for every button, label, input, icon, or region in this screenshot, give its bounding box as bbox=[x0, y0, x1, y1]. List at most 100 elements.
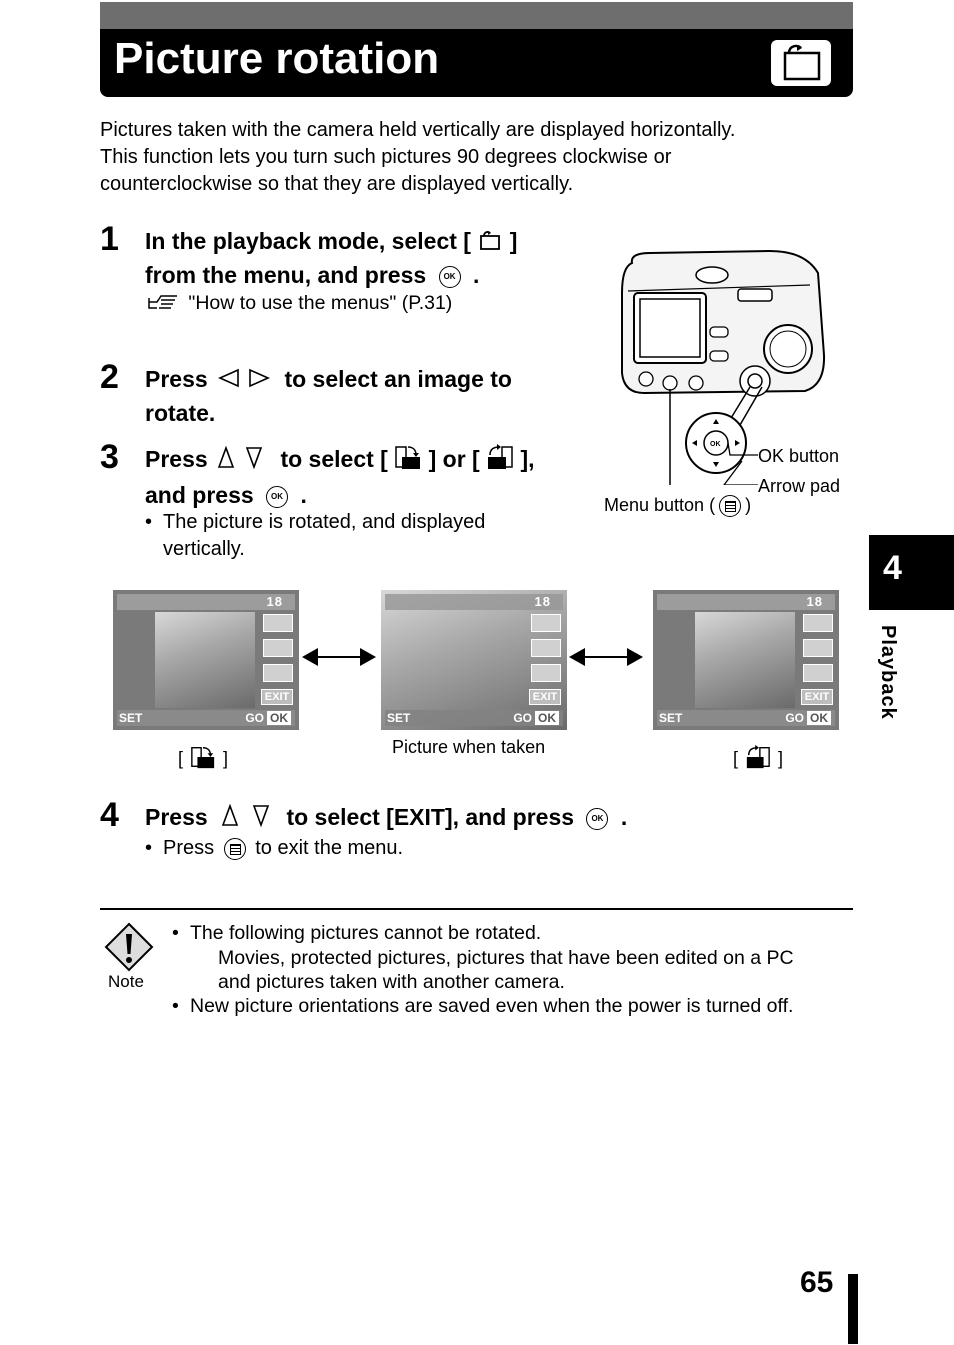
up-down-arrow-icon bbox=[214, 803, 280, 835]
step-3-bullets: •The picture is rotated, and displayed v… bbox=[145, 509, 485, 563]
go-text: GO bbox=[785, 711, 804, 725]
screen-topbar bbox=[117, 594, 295, 610]
step-2-heading: Press to select an image to rotate. bbox=[145, 363, 512, 429]
step-4-heading: Press to select [EXIT], and press OK . bbox=[145, 801, 627, 835]
ok-text: OK bbox=[807, 711, 831, 725]
rotate-ccw-option-icon bbox=[803, 614, 833, 632]
photo-preview bbox=[695, 612, 795, 708]
note-detail-2: and pictures taken with another camera. bbox=[218, 971, 565, 993]
bullet-text: Press bbox=[163, 837, 215, 859]
photo-preview bbox=[155, 612, 255, 708]
step-4-text: Press bbox=[145, 804, 208, 830]
rotate-clockwise-icon bbox=[743, 744, 773, 775]
ok-text: OK bbox=[535, 711, 559, 725]
set-label: SET bbox=[387, 711, 411, 725]
frame-counter: 18 bbox=[534, 594, 551, 609]
rotate-clockwise-icon bbox=[486, 443, 514, 479]
step-3-text: and press bbox=[145, 482, 254, 508]
svg-text:OK: OK bbox=[710, 441, 721, 448]
note-bullet-2: •New picture orientations are saved even… bbox=[172, 995, 794, 1017]
menu-button-label: Menu button () bbox=[604, 494, 752, 518]
rotate-counterclockwise-icon bbox=[394, 443, 422, 479]
step-number-3: 3 bbox=[100, 438, 119, 476]
caption-original: Picture when taken bbox=[392, 737, 546, 757]
rotate-cw-option-icon bbox=[531, 664, 561, 682]
frame-counter: 18 bbox=[806, 594, 823, 609]
chapter-number: 4 bbox=[883, 549, 902, 587]
page-number: 65 bbox=[800, 1266, 834, 1299]
step-2-text: Press bbox=[145, 366, 208, 392]
menu-button-icon bbox=[223, 837, 246, 860]
bullet-text: vertically. bbox=[163, 538, 245, 560]
bracket: ] bbox=[223, 748, 229, 769]
intro-line: counterclockwise so that they are displa… bbox=[100, 173, 574, 195]
step-4-bullet: •Press to exit the menu. bbox=[145, 837, 404, 860]
bracket: [ bbox=[178, 748, 184, 769]
left-right-arrow-icon bbox=[214, 365, 278, 397]
step-4-text: . bbox=[620, 804, 628, 830]
photo-preview bbox=[381, 590, 567, 730]
note-text: The following pictures cannot be rotated… bbox=[190, 922, 542, 944]
bullet-text: to exit the menu. bbox=[255, 837, 404, 859]
rotate-cw-option-icon bbox=[263, 664, 293, 682]
reference-hand-icon bbox=[147, 290, 183, 318]
ok-button-label: OK button bbox=[758, 446, 840, 466]
step-1-text: In the playback mode, select [ bbox=[145, 228, 471, 254]
bracket: [ bbox=[733, 748, 739, 769]
no-rotate-option-icon bbox=[531, 639, 561, 657]
intro-line: This function lets you turn such picture… bbox=[100, 146, 672, 168]
step-3-heading: Press to select [ ] or [ ], and press OK… bbox=[145, 443, 535, 511]
step-3-text: ], bbox=[520, 446, 535, 473]
step-4-text: to select [EXIT], and press bbox=[286, 804, 575, 830]
step-2-text: rotate. bbox=[145, 399, 216, 426]
note-bullet-1: •The following pictures cannot be rotate… bbox=[172, 922, 542, 944]
chapter-label-text: Playback bbox=[877, 625, 899, 720]
screen-topbar bbox=[385, 594, 563, 610]
rotate-icon bbox=[771, 40, 831, 86]
ok-button-icon: OK bbox=[586, 807, 609, 830]
ok-text: OK bbox=[267, 711, 291, 725]
rotate-ccw-option-icon bbox=[531, 614, 561, 632]
caption-rotated-right: [ ] bbox=[733, 744, 783, 775]
divider bbox=[100, 908, 853, 910]
exit-option: EXIT bbox=[801, 689, 833, 705]
go-text: GO bbox=[513, 711, 532, 725]
no-rotate-option-icon bbox=[263, 639, 293, 657]
reference-text: "How to use the menus" (P.31) bbox=[188, 292, 453, 315]
step-number-1: 1 bbox=[100, 220, 119, 258]
step-2-text: to select an image to bbox=[284, 366, 512, 392]
bullet-text: The picture is rotated, and displayed bbox=[163, 511, 486, 533]
chapter-tab: 4 bbox=[869, 535, 954, 610]
rotate-ccw-option-icon bbox=[263, 614, 293, 632]
double-arrow-icon bbox=[302, 646, 376, 673]
caption-rotated-left: [ ] bbox=[178, 744, 228, 775]
step-3-text: to select [ bbox=[280, 446, 388, 473]
menu-label-text: Menu button ( bbox=[604, 495, 716, 515]
exit-option: EXIT bbox=[261, 689, 293, 705]
step-1-reference: "How to use the menus" (P.31) bbox=[147, 290, 452, 318]
menu-label-text: ) bbox=[745, 495, 752, 515]
exit-option: EXIT bbox=[529, 689, 561, 705]
screen-menu: EXIT bbox=[261, 614, 293, 705]
note-text: New picture orientations are saved even … bbox=[190, 995, 794, 1017]
step-1-text: from the menu, and press bbox=[145, 261, 427, 288]
screen-topbar bbox=[657, 594, 835, 610]
rotate-counterclockwise-icon bbox=[188, 744, 218, 775]
step-3-text: ] or [ bbox=[428, 446, 480, 473]
bracket: ] bbox=[778, 748, 784, 769]
step-number-2: 2 bbox=[100, 358, 119, 396]
screen-menu: EXIT bbox=[801, 614, 833, 705]
step-number-4: 4 bbox=[100, 796, 119, 834]
arrow-pad-label: Arrow pad bbox=[758, 476, 841, 496]
ok-button-icon: OK bbox=[266, 485, 289, 508]
step-1-heading: In the playback mode, select [ ] from th… bbox=[145, 225, 517, 291]
rotate-cw-option-icon bbox=[803, 664, 833, 682]
frame-counter: 18 bbox=[266, 594, 283, 609]
set-label: SET bbox=[119, 711, 143, 725]
